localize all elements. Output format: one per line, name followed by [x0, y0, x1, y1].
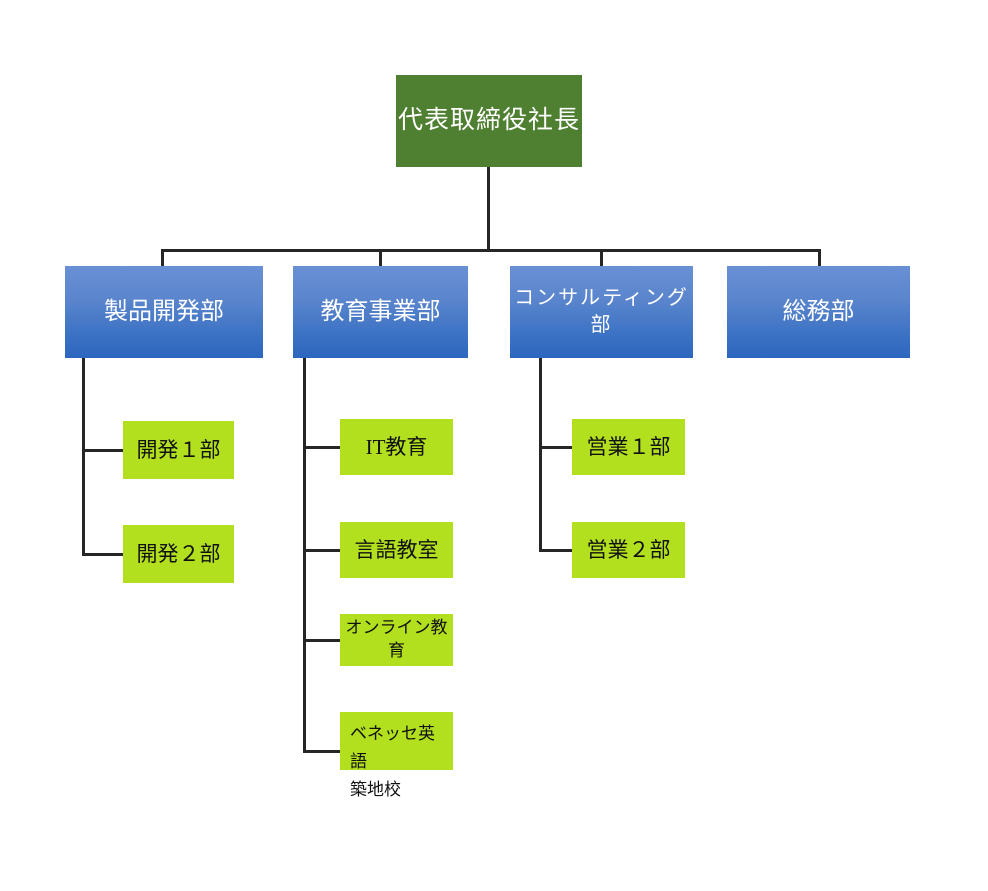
connector-drop-dept-3 [600, 249, 603, 266]
connector-branch-col1-child1 [82, 449, 123, 452]
connector-trunk-col-2 [303, 358, 306, 753]
org-node-leaf-it-education[interactable]: IT教育 [340, 419, 453, 475]
leaf-label-line-2: 築地校 [350, 780, 401, 800]
connector-branch-col2-child1 [303, 446, 340, 449]
leaf-label-line-1: ベネッセ英語 [350, 724, 435, 772]
org-node-leaf-benesse-english-tsukiji[interactable]: ベネッセ英語 築地校 [340, 712, 453, 799]
connector-bus-level1 [161, 249, 821, 252]
org-node-leaf-online-education[interactable]: オンライン教育 [340, 614, 453, 666]
org-node-leaf-sales-1[interactable]: 営業１部 [572, 419, 685, 475]
org-node-dept-education[interactable]: 教育事業部 [293, 266, 468, 358]
org-node-leaf-sales-2[interactable]: 営業２部 [572, 522, 685, 578]
connector-drop-dept-4 [818, 249, 821, 266]
connector-trunk-col-1 [82, 358, 85, 556]
org-node-dept-product-development[interactable]: 製品開発部 [65, 266, 263, 358]
connector-branch-col3-child1 [539, 446, 572, 449]
connector-trunk-col-3 [539, 358, 542, 552]
connector-root-stem [487, 167, 490, 251]
connector-branch-col1-child2 [82, 553, 123, 556]
connector-drop-dept-2 [379, 249, 382, 266]
connector-branch-col2-child2 [303, 549, 340, 552]
org-node-dept-consulting[interactable]: コンサルティング部 [510, 266, 693, 358]
org-node-dept-general-affairs[interactable]: 総務部 [727, 266, 910, 358]
org-node-leaf-language-classroom[interactable]: 言語教室 [340, 522, 453, 578]
connector-branch-col2-child4 [303, 750, 340, 753]
connector-branch-col3-child2 [539, 549, 572, 552]
org-node-root[interactable]: 代表取締役社長 [396, 75, 582, 167]
org-node-leaf-development-2[interactable]: 開発２部 [123, 525, 234, 583]
connector-branch-col2-child3 [303, 639, 340, 642]
org-node-leaf-development-1[interactable]: 開発１部 [123, 421, 234, 479]
connector-drop-dept-1 [161, 249, 164, 266]
